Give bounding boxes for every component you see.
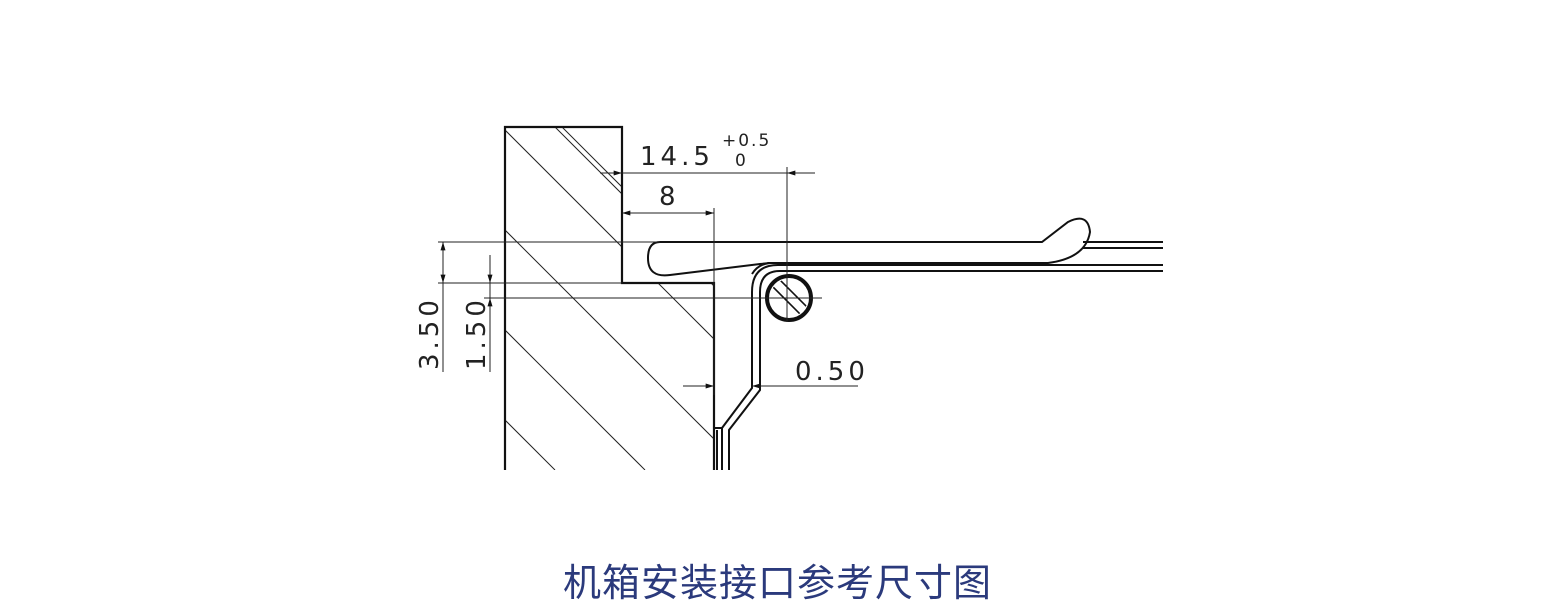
dim-3-50: 3.50	[415, 296, 445, 370]
dim-14-5: 14.5	[640, 142, 714, 172]
dim-0-50: 0.50	[795, 357, 869, 387]
clip-profile	[646, 217, 1163, 470]
drawing-title: 机箱安装接口参考尺寸图	[562, 561, 992, 605]
extension-lines	[438, 167, 822, 395]
dim-tol-lower: 0	[735, 151, 748, 171]
dim-1-50: 1.50	[462, 296, 492, 370]
dimension-lines	[440, 170, 858, 389]
dim-8: 8	[659, 182, 680, 212]
dim-tol-upper: +0.5	[722, 131, 771, 151]
